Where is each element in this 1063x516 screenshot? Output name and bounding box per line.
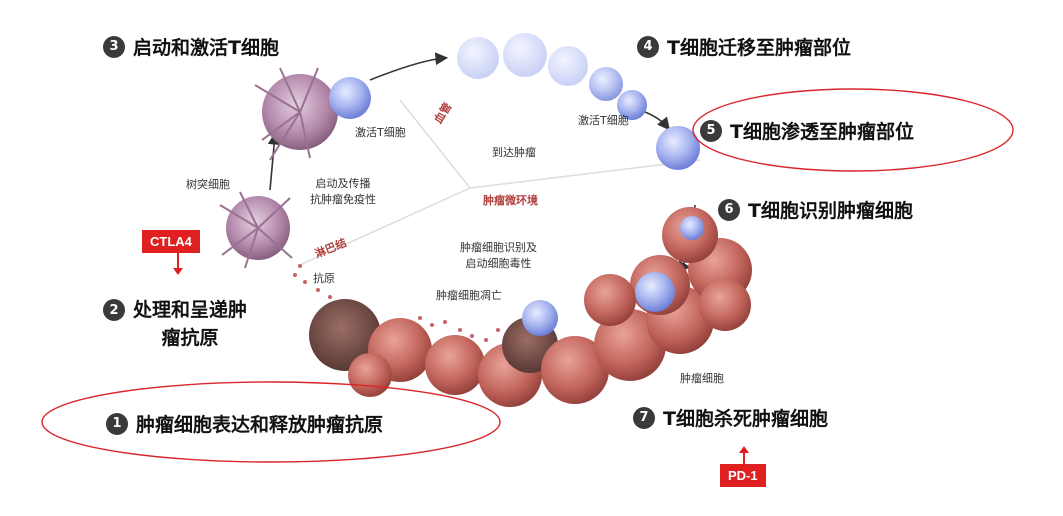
dendritic-cells xyxy=(219,67,371,269)
step-4-text: T细胞迁移至肿瘤部位 xyxy=(667,37,851,59)
step-2: 2 处理和呈递肿 瘤抗原 xyxy=(103,296,247,352)
step-4-number: 4 xyxy=(637,35,659,58)
step-3-number: 3 xyxy=(103,35,125,58)
step-5: 5 T细胞渗透至肿瘤部位 xyxy=(700,117,914,144)
label-activated-t-cell-1: 激活T细胞 xyxy=(355,126,406,139)
step-4: 4 T细胞迁移至肿瘤部位 xyxy=(637,33,851,60)
step-5-number: 5 xyxy=(700,119,722,142)
step-7: 7 T细胞杀死肿瘤细胞 xyxy=(633,404,828,431)
pd1-arrowhead xyxy=(739,446,749,453)
step-3-text: 启动和激活T细胞 xyxy=(133,37,279,59)
ctla4-arrow xyxy=(177,253,179,269)
step-2-line2: 瘤抗原 xyxy=(161,327,219,349)
step-6-number: 6 xyxy=(718,198,740,221)
label-activated-t-cell-2: 激活T细胞 xyxy=(578,114,629,127)
label-antigen: 抗原 xyxy=(313,272,335,285)
step-1-text: 肿瘤细胞表达和释放肿瘤抗原 xyxy=(136,414,384,436)
highlight-ellipse-step1 xyxy=(41,381,501,463)
ctla4-tag: CTLA4 xyxy=(142,230,200,253)
step-7-number: 7 xyxy=(633,406,655,429)
label-tumor-cell: 肿瘤细胞 xyxy=(680,372,724,385)
label-recognize: 肿瘤细胞识别及 启动细胞毒性 xyxy=(460,240,537,272)
step-5-text: T细胞渗透至肿瘤部位 xyxy=(730,121,914,143)
step-3: 3 启动和激活T细胞 xyxy=(103,33,279,60)
label-dendritic-cell: 树突细胞 xyxy=(186,178,230,191)
step-1-number: 1 xyxy=(106,412,128,435)
label-prime: 启动及传播 抗肿瘤免疫性 xyxy=(310,176,376,208)
label-recognize-line1: 肿瘤细胞识别及 xyxy=(460,241,537,254)
label-reach-tumor: 到达肿瘤 xyxy=(492,146,536,159)
ctla4-arrowhead xyxy=(173,268,183,275)
label-recognize-line2: 启动细胞毒性 xyxy=(465,257,532,270)
step-6: 6 T细胞识别肿瘤细胞 xyxy=(718,196,913,223)
step-2-number: 2 xyxy=(103,299,125,321)
t-cells-tumor xyxy=(522,216,704,336)
step-1: 1 肿瘤细胞表达和释放肿瘤抗原 xyxy=(106,410,383,437)
antigen-particles xyxy=(293,264,500,342)
tumor-cluster xyxy=(309,207,752,407)
label-prime-line1: 启动及传播 xyxy=(315,177,371,190)
step-6-text: T细胞识别肿瘤细胞 xyxy=(748,200,913,222)
step-2-text: 处理和呈递肿 瘤抗原 xyxy=(133,296,247,352)
pd1-arrow xyxy=(743,452,745,464)
t-cells-migrating xyxy=(457,33,700,170)
highlight-ellipse-step5 xyxy=(692,88,1014,172)
pd1-tag: PD-1 xyxy=(720,464,766,487)
divider-lines xyxy=(299,99,701,266)
step-7-text: T细胞杀死肿瘤细胞 xyxy=(663,408,828,430)
label-apoptosis: 肿瘤细胞凋亡 xyxy=(436,289,502,302)
label-prime-line2: 抗肿瘤免疫性 xyxy=(310,193,376,206)
step-2-line1: 处理和呈递肿 xyxy=(133,299,248,321)
label-tumor-microenvironment: 肿瘤微环境 xyxy=(483,194,538,207)
